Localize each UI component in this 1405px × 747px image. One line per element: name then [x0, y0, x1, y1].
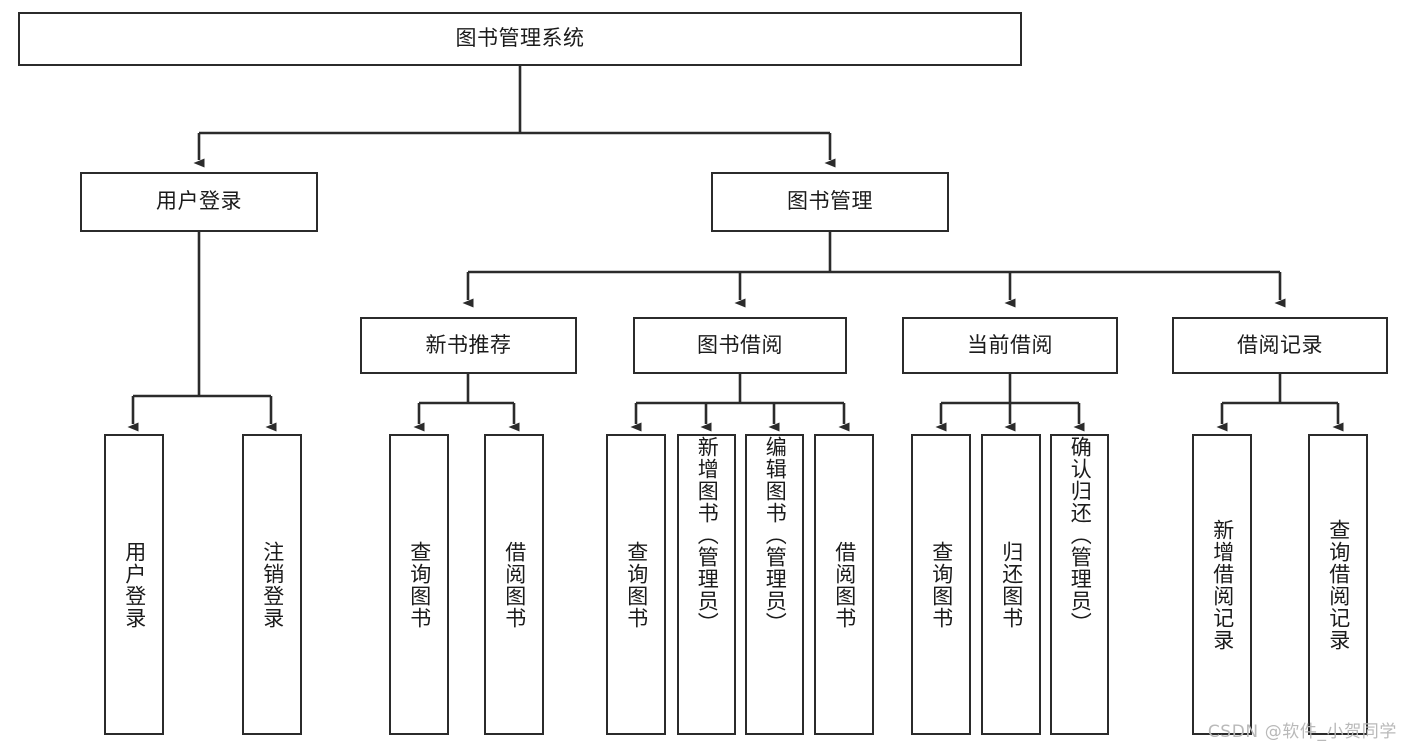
node-user-login[interactable]: 用户登录	[80, 172, 318, 232]
leaf-borrow-query-book[interactable]: 查询图书	[606, 434, 666, 735]
leaf-current-return-book[interactable]: 归还图书	[981, 434, 1041, 735]
node-label: 图书管理	[787, 189, 873, 214]
node-label: 借阅图书	[832, 540, 857, 629]
node-label: 新增借阅记录	[1210, 518, 1235, 651]
node-label: 查询借阅记录	[1326, 518, 1351, 651]
node-label: 用户登录	[156, 189, 242, 214]
node-label: 确认归还（管理员）	[1068, 436, 1093, 634]
leaf-user-login-logout[interactable]: 注销登录	[242, 434, 302, 735]
leaf-borrow-add-book-admin[interactable]: 新增图书（管理员）	[677, 434, 736, 735]
leaf-current-confirm-return-admin[interactable]: 确认归还（管理员）	[1050, 434, 1109, 735]
leaf-record-query-record[interactable]: 查询借阅记录	[1308, 434, 1368, 735]
csdn-watermark: CSDN @软件_小贺同学	[1207, 722, 1397, 742]
node-label: 注销登录	[260, 540, 285, 629]
node-book-borrow[interactable]: 图书借阅	[633, 317, 847, 374]
node-current-borrow[interactable]: 当前借阅	[902, 317, 1118, 374]
leaf-recommend-query-book[interactable]: 查询图书	[389, 434, 449, 735]
node-label: 新增图书（管理员）	[695, 436, 720, 634]
leaf-record-add-record[interactable]: 新增借阅记录	[1192, 434, 1252, 735]
leaf-borrow-borrow-book[interactable]: 借阅图书	[814, 434, 874, 735]
node-book-management[interactable]: 图书管理	[711, 172, 949, 232]
node-label: 查询图书	[624, 540, 649, 629]
node-label: 查询图书	[929, 540, 954, 629]
node-label: 查询图书	[407, 540, 432, 629]
node-borrow-record[interactable]: 借阅记录	[1172, 317, 1388, 374]
node-label: 图书借阅	[697, 332, 783, 357]
leaf-user-login-login[interactable]: 用户登录	[104, 434, 164, 735]
node-root-system[interactable]: 图书管理系统	[18, 12, 1022, 66]
node-label: 图书管理系统	[455, 26, 585, 51]
leaf-borrow-edit-book-admin[interactable]: 编辑图书（管理员）	[745, 434, 804, 735]
node-label: 用户登录	[122, 540, 147, 629]
node-label: 当前借阅	[967, 332, 1053, 357]
leaf-current-query-book[interactable]: 查询图书	[911, 434, 971, 735]
node-new-book-recommend[interactable]: 新书推荐	[360, 317, 577, 374]
node-label: 新书推荐	[425, 332, 512, 357]
node-label: 归还图书	[999, 540, 1024, 629]
node-label: 借阅图书	[502, 540, 527, 629]
node-label: 编辑图书（管理员）	[763, 436, 788, 634]
node-label: 借阅记录	[1237, 332, 1323, 357]
leaf-recommend-borrow-book[interactable]: 借阅图书	[484, 434, 544, 735]
